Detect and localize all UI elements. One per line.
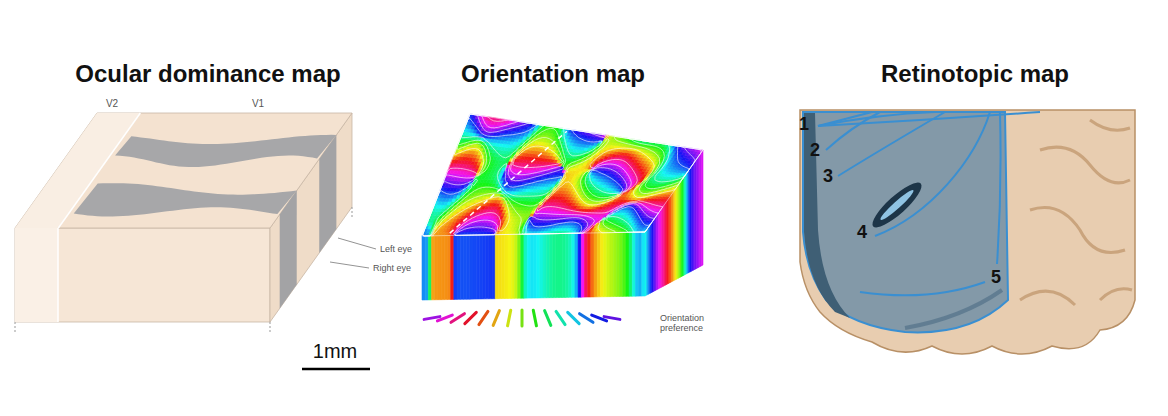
leader-line [338, 238, 376, 249]
scale-bar [302, 368, 370, 371]
dashed-guide [270, 322, 271, 332]
top-face [15, 113, 352, 228]
ocular-stripe [280, 191, 297, 309]
orientation-block [422, 114, 703, 326]
area-border [58, 113, 140, 228]
leader-line [330, 262, 369, 268]
v2-area [15, 228, 58, 322]
ocular-stripe [115, 135, 336, 167]
dashed-guide [15, 322, 16, 332]
area-border [57, 228, 59, 322]
ocular-stripe [74, 183, 297, 216]
ocular-dominance-block [15, 113, 376, 369]
dashed-guide [352, 207, 353, 217]
ocular-stripe [319, 135, 336, 253]
front-face [15, 228, 270, 322]
